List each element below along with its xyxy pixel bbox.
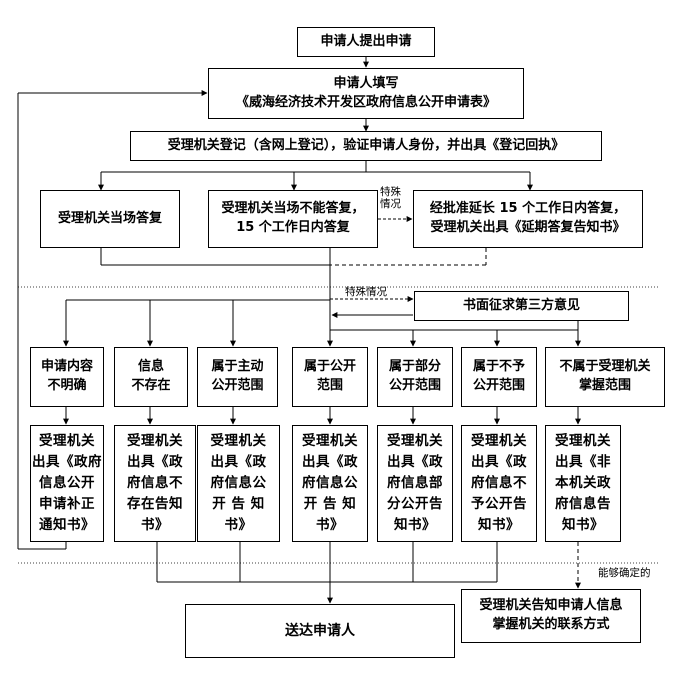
cat-active-label-2: 公开范围 — [211, 378, 264, 393]
res-partial-line: 出具《政 — [387, 454, 443, 471]
fill-form-label-1: 申请人填写 — [333, 75, 399, 91]
res-notpublic-line: 知书》 — [478, 516, 520, 533]
fill-form-label-2: 《威海经济技术开发区政府信息公开申请表》 — [235, 94, 496, 110]
reply-on-spot-box: 受理机关当场答复 — [40, 190, 180, 248]
res-partial-line: 分公开告 — [387, 495, 443, 512]
fill-form-box: 申请人填写 《威海经济技术开发区政府信息公开申请表》 — [208, 68, 524, 119]
res-notheld-line: 出具《非 — [555, 454, 611, 471]
res-active-line: 开 告 知 — [212, 495, 265, 512]
res-unclear-box: 受理机关 出具《政府 信息公开 申请补正 通知书》 — [30, 425, 104, 542]
cat-none-label-2: 不存在 — [131, 378, 171, 393]
deliver-box: 送达申请人 — [185, 604, 455, 658]
res-active-line: 府信息公 — [210, 475, 267, 492]
cat-public-label-1: 属于公开 — [303, 359, 356, 375]
res-public-line: 书》 — [316, 516, 344, 533]
cat-active-label-1: 属于主动 — [211, 359, 264, 375]
cat-public-box: 属于公开 范围 — [292, 347, 368, 407]
res-notpublic-line: 受理机关 — [471, 433, 527, 450]
cat-partial-label-2: 公开范围 — [388, 378, 441, 393]
reply-on-spot-label: 受理机关当场答复 — [57, 210, 162, 226]
third-party-box: 书面征求第三方意见 — [414, 291, 629, 321]
res-unclear-line: 信息公开 — [39, 475, 95, 492]
contact-box: 受理机关告知申请人信息 掌握机关的联系方式 — [461, 589, 641, 643]
contact-label-1: 受理机关告知申请人信息 — [479, 598, 623, 614]
res-active-line: 书》 — [224, 516, 253, 533]
special-case-note-1: 特殊 — [380, 186, 401, 198]
res-unclear-line: 申请补正 — [39, 495, 95, 512]
res-public-line: 出具《政 — [302, 454, 358, 471]
res-notheld-box: 受理机关 出具《非 本机关政 府信息告 知书》 — [545, 425, 621, 542]
not-on-spot-label-2: 15 个工作日内答复 — [236, 220, 350, 235]
special-case-mid-note: 特殊情况 — [345, 286, 387, 299]
res-public-line: 开 告 知 — [303, 495, 357, 512]
res-none-line: 府信息不 — [127, 475, 183, 492]
cat-unclear-box: 申请内容 不明确 — [30, 347, 104, 407]
determinable-note: 能够确定的 — [598, 567, 651, 580]
cat-active-box: 属于主动 公开范围 — [197, 347, 278, 407]
extend-label-1: 经批准延长 15 个工作日内答复， — [429, 201, 627, 217]
cat-notpublic-label-1: 属于不予 — [472, 359, 525, 375]
deliver-label: 送达申请人 — [285, 622, 355, 639]
apply-label: 申请人提出申请 — [320, 33, 412, 49]
cat-notpublic-label-2: 公开范围 — [472, 378, 525, 393]
res-notheld-line: 本机关政 — [555, 475, 611, 492]
res-unclear-line: 受理机关 — [39, 433, 95, 450]
cat-public-label-2: 范围 — [316, 378, 343, 393]
res-none-line: 书》 — [141, 516, 169, 533]
special-case-mid-label: 特殊情况 — [345, 286, 387, 298]
cat-notheld-label-1: 不属于受理机关 — [559, 359, 651, 375]
not-on-spot-box: 受理机关当场不能答复， 15 个工作日内答复 — [208, 190, 378, 248]
res-partial-line: 受理机关 — [387, 433, 443, 450]
extend-box: 经批准延长 15 个工作日内答复， 受理机关出具《延期答复告知书》 — [413, 190, 643, 248]
res-notpublic-line: 予公开告 — [471, 495, 527, 512]
apply-box: 申请人提出申请 — [297, 27, 435, 57]
determinable-label: 能够确定的 — [598, 567, 651, 579]
res-partial-box: 受理机关 出具《政 府信息部 分公开告 知书》 — [377, 425, 453, 542]
res-active-line: 受理机关 — [210, 433, 267, 450]
cat-none-box: 信息 不存在 — [114, 347, 188, 407]
res-notpublic-box: 受理机关 出具《政 府信息不 予公开告 知书》 — [461, 425, 537, 542]
res-notheld-line: 知书》 — [562, 516, 604, 533]
cat-none-label-1: 信息 — [137, 359, 164, 375]
res-none-line: 受理机关 — [127, 433, 183, 450]
res-notpublic-line: 出具《政 — [471, 454, 527, 471]
cat-unclear-label-2: 不明确 — [47, 378, 87, 393]
res-unclear-line: 出具《政府 — [32, 454, 102, 471]
register-box: 受理机关登记（含网上登记），验证申请人身份，并出具《登记回执》 — [130, 131, 602, 161]
res-none-line: 出具《政 — [127, 454, 183, 471]
res-partial-line: 知书》 — [394, 516, 436, 533]
cat-notheld-box: 不属于受理机关 掌握范围 — [545, 347, 665, 407]
res-notheld-line: 府信息告 — [555, 495, 611, 512]
res-active-box: 受理机关 出具《政 府信息公 开 告 知 书》 — [197, 425, 280, 542]
res-notpublic-line: 府信息不 — [471, 475, 527, 492]
res-public-line: 受理机关 — [302, 433, 358, 450]
cat-partial-label-1: 属于部分 — [388, 359, 441, 375]
res-active-line: 出具《政 — [210, 454, 267, 471]
res-partial-line: 府信息部 — [387, 475, 443, 492]
contact-label-2: 掌握机关的联系方式 — [492, 617, 610, 632]
special-case-note-2: 情况 — [380, 198, 401, 211]
res-none-box: 受理机关 出具《政 府信息不 存在告知 书》 — [114, 425, 196, 542]
cat-notheld-label-2: 掌握范围 — [578, 378, 631, 393]
not-on-spot-label-1: 受理机关当场不能答复， — [221, 201, 365, 217]
cat-notpublic-box: 属于不予 公开范围 — [461, 347, 537, 407]
res-unclear-line: 通知书》 — [39, 516, 95, 533]
cat-partial-box: 属于部分 公开范围 — [377, 347, 453, 407]
third-party-label: 书面征求第三方意见 — [462, 297, 580, 313]
cat-unclear-label-1: 申请内容 — [40, 359, 93, 375]
register-label: 受理机关登记（含网上登记），验证申请人身份，并出具《登记回执》 — [167, 137, 565, 153]
res-public-box: 受理机关 出具《政 府信息公 开 告 知 书》 — [292, 425, 368, 542]
res-none-line: 存在告知 — [127, 495, 183, 512]
extend-label-2: 受理机关出具《延期答复告知书》 — [430, 220, 626, 235]
special-case-note: 特殊 情况 — [380, 186, 401, 210]
res-notheld-line: 受理机关 — [555, 433, 611, 450]
res-public-line: 府信息公 — [302, 475, 358, 492]
